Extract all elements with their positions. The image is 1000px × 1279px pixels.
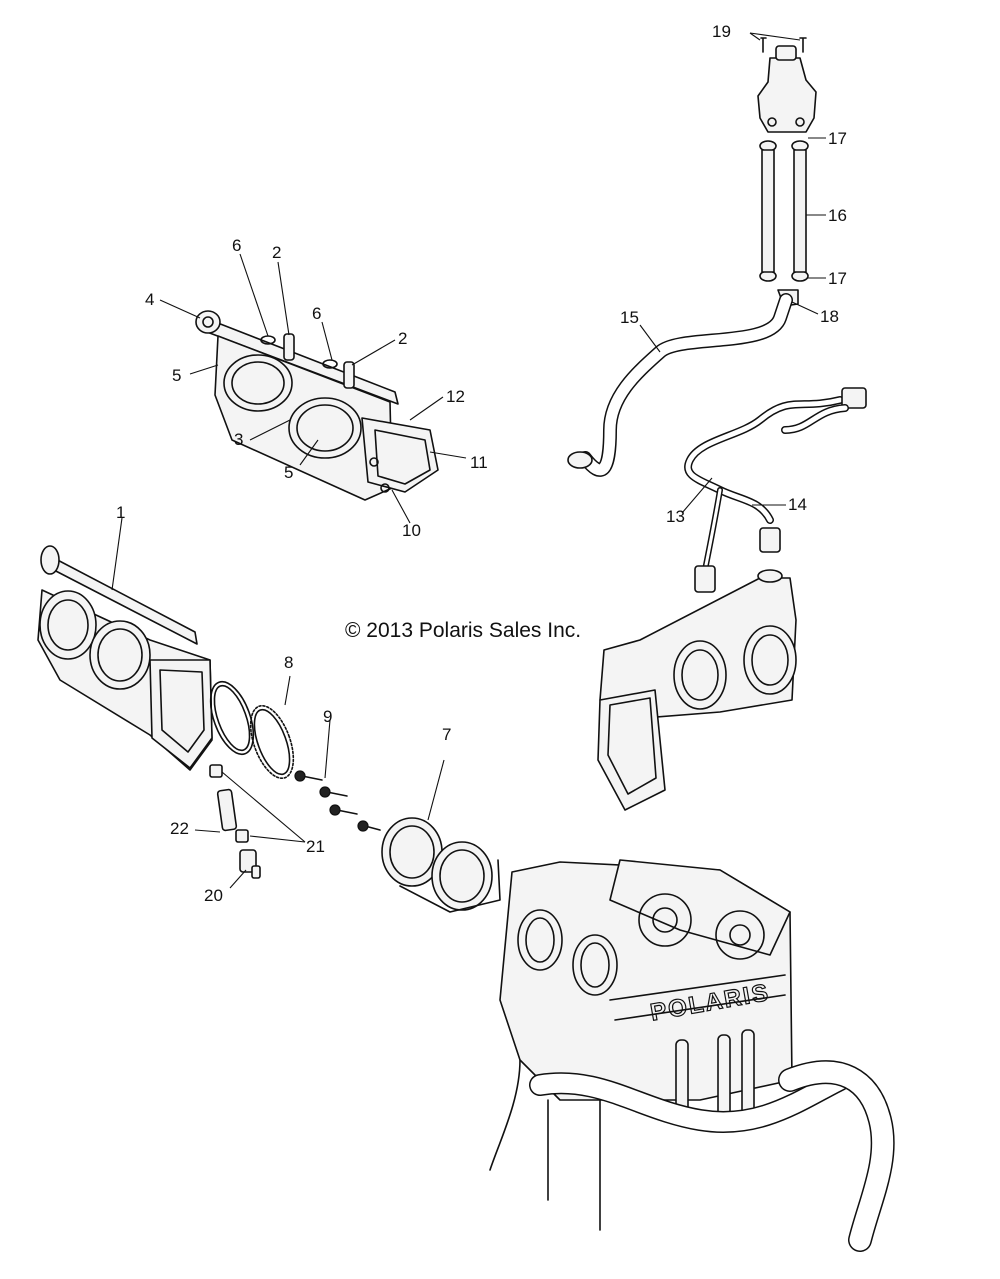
vent-hose-inner <box>579 294 792 476</box>
mounting-screws <box>294 770 381 832</box>
engine-assembly: POLARIS <box>489 859 895 1252</box>
throttle-body-assembled <box>37 545 213 771</box>
fuel-pressure-sensor-assembly <box>757 37 817 307</box>
callout-labels: 19 17 16 17 18 15 4 6 2 6 2 5 3 5 12 11 … <box>116 22 847 905</box>
throttle-body-exploded <box>195 310 439 501</box>
throttle-body-installed <box>597 569 797 811</box>
callout-13: 13 <box>666 507 685 526</box>
callout-19: 19 <box>712 22 731 41</box>
leader-lines <box>111 32 826 889</box>
callout-5-bottom: 5 <box>284 463 293 482</box>
callout-6-right: 6 <box>312 304 321 323</box>
callout-17-bottom: 17 <box>828 269 847 288</box>
callout-6-left: 6 <box>232 236 241 255</box>
callout-1: 1 <box>116 503 125 522</box>
vent-hose-end <box>567 451 593 469</box>
callout-7: 7 <box>442 725 451 744</box>
callout-4: 4 <box>145 290 154 309</box>
vent-fittings <box>209 764 261 879</box>
callout-10: 10 <box>402 521 421 540</box>
callout-17-top: 17 <box>828 129 847 148</box>
callout-20: 20 <box>204 886 223 905</box>
callout-9: 9 <box>323 707 332 726</box>
callout-2-right: 2 <box>398 329 407 348</box>
callout-2-left: 2 <box>272 243 281 262</box>
callout-18: 18 <box>820 307 839 326</box>
callout-15: 15 <box>620 308 639 327</box>
callout-11: 11 <box>470 453 488 472</box>
callout-22: 22 <box>170 819 189 838</box>
vent-hose <box>578 293 793 477</box>
wiring-harness <box>684 387 867 593</box>
callout-21: 21 <box>306 837 325 856</box>
callout-16: 16 <box>828 206 847 225</box>
callout-8: 8 <box>284 653 293 672</box>
callout-3: 3 <box>234 430 243 449</box>
callout-14: 14 <box>788 495 807 514</box>
callout-5-top: 5 <box>172 366 181 385</box>
intake-boots <box>381 817 501 913</box>
copyright-notice: © 2013 Polaris Sales Inc. <box>345 619 581 642</box>
callout-12: 12 <box>446 387 465 406</box>
hose-clamps <box>209 680 295 780</box>
